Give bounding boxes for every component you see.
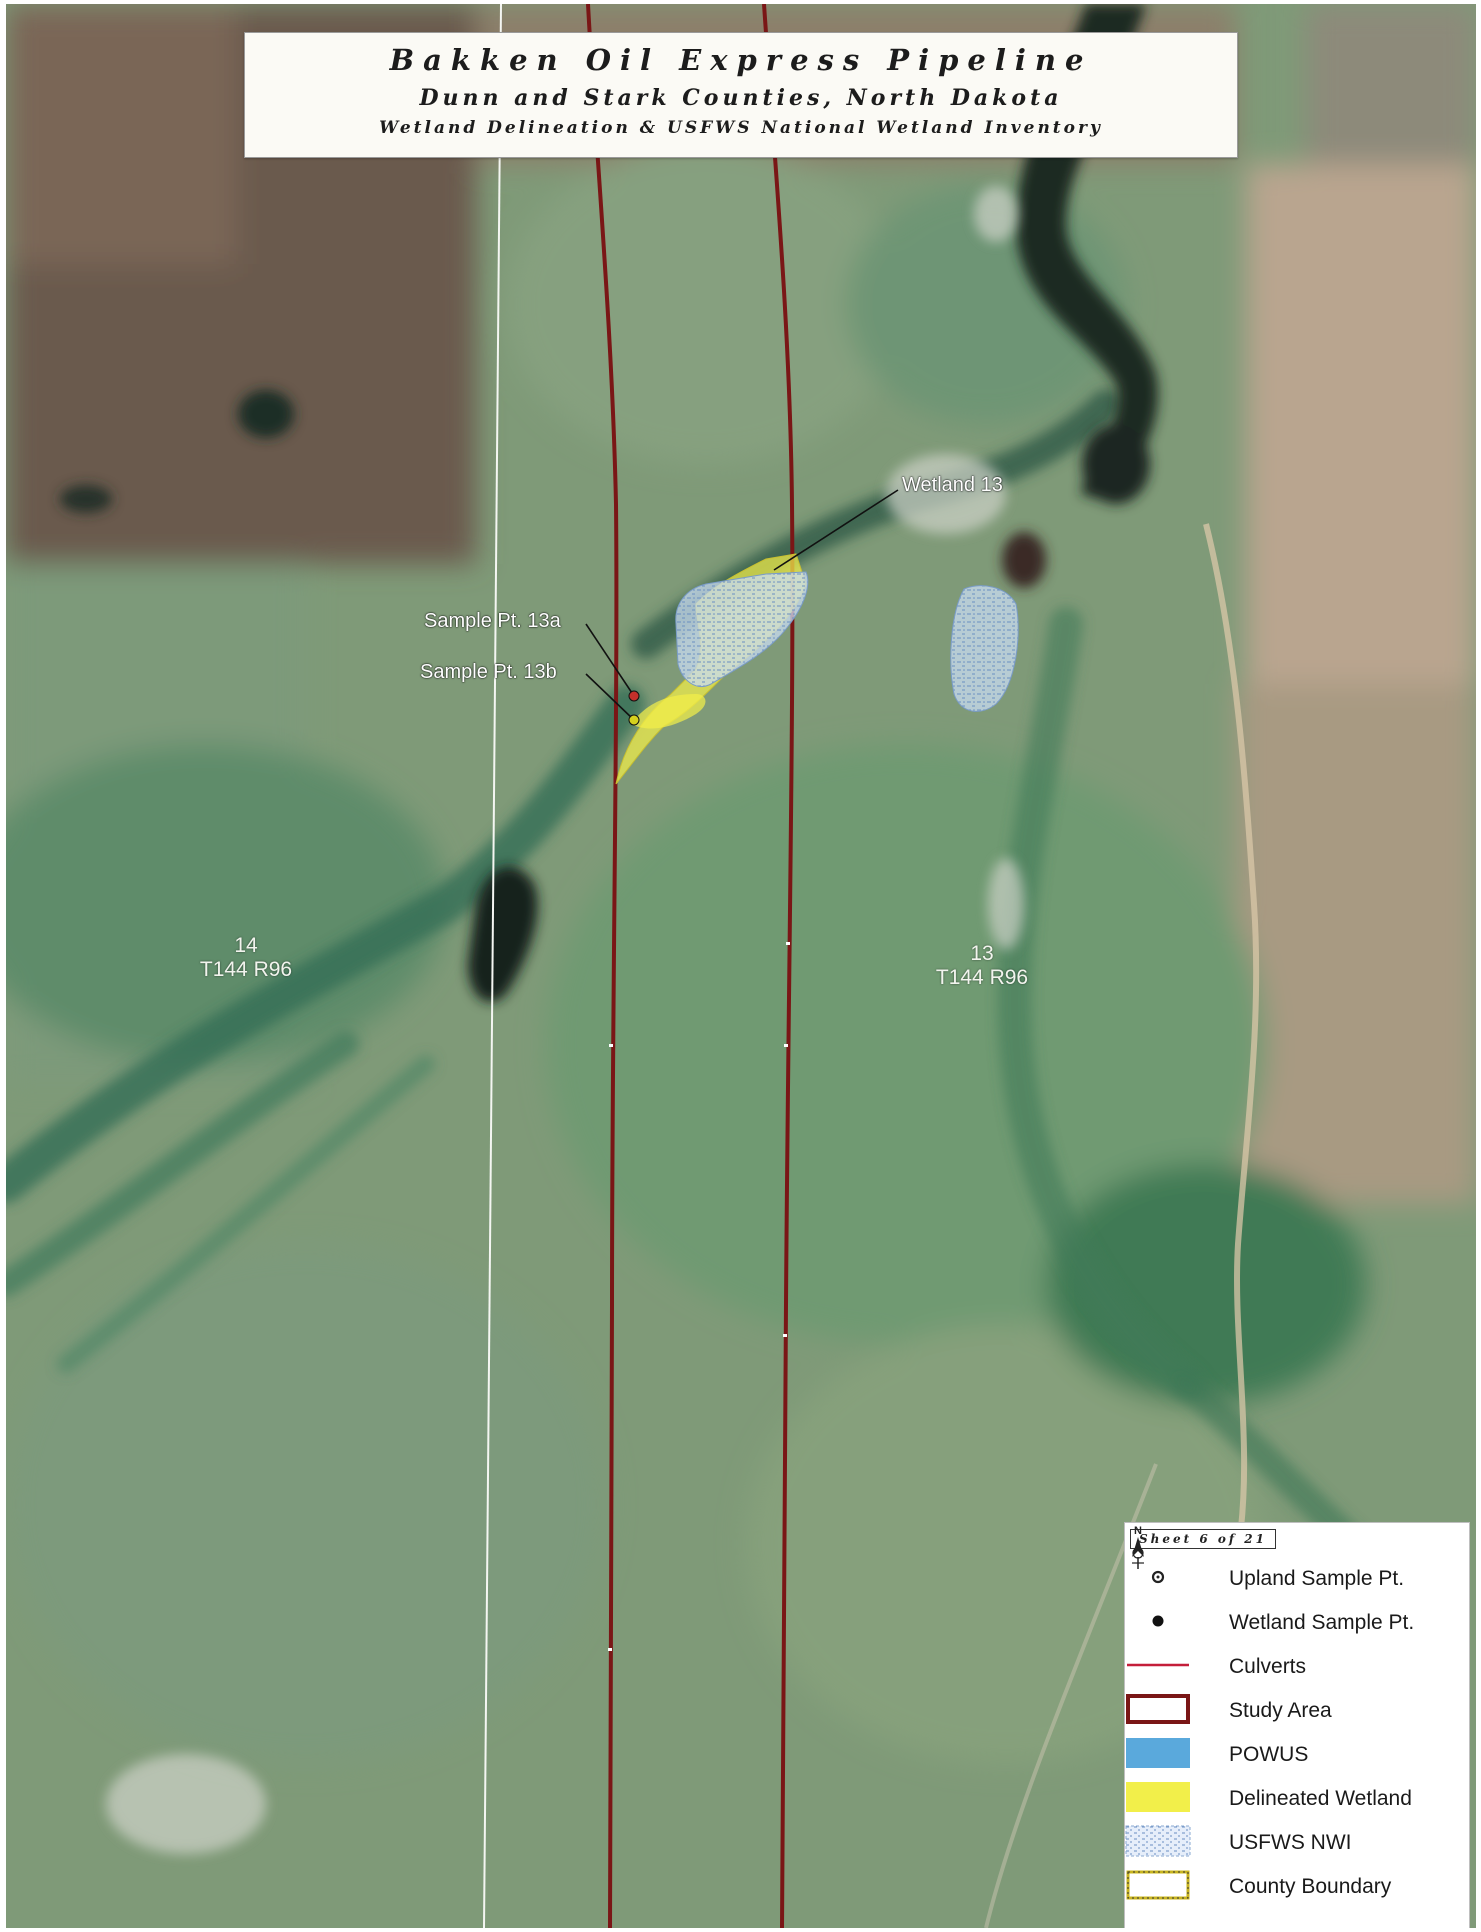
sample-point-13b-label: Sample Pt. 13b [420,661,557,683]
wetland-sample-icon [1152,1615,1164,1627]
section-township-range: T144 R96 [199,958,293,981]
legend-item-powus: POWUS [1125,1737,1469,1773]
legend-item-usfws-nwi: USFWS NWI [1125,1825,1469,1861]
north-arrow-icon: N [1132,1525,1144,1569]
legend-label: Upland Sample Pt. [1229,1567,1405,1590]
north-letter: N [1134,1525,1142,1537]
section-township-range: T144 R96 [935,966,1029,989]
upland-sample-icon [1151,1570,1165,1584]
culvert-line-icon [1127,1663,1189,1667]
nwi-polygon-b [950,585,1019,712]
legend-item-wetland-sample: Wetland Sample Pt. [1125,1605,1469,1641]
sheet-number: Sheet 6 of 21 [1130,1529,1276,1549]
map-title-box: Bakken Oil Express Pipeline Dunn and Sta… [244,32,1238,158]
county-boundary-icon [1126,1870,1190,1900]
nwi-hatch-icon [1125,1825,1191,1857]
county-boundary-line [483,4,502,1928]
legend-item-study-area: Study Area [1125,1693,1469,1729]
sample-point-13b [628,714,640,726]
aerial-map: Bakken Oil Express Pipeline Dunn and Sta… [6,4,1476,1928]
legend-item-delineated-wetland: Delineated Wetland [1125,1781,1469,1817]
legend-label: Study Area [1229,1699,1332,1722]
legend-label: Wetland Sample Pt. [1229,1611,1415,1634]
study-area-icon [1126,1694,1190,1724]
map-title: Bakken Oil Express Pipeline [389,43,1093,77]
map-description: Wetland Delineation & USFWS National Wet… [379,118,1103,138]
section-number: 14 [234,934,258,957]
wetland-label: Wetland 13 [902,474,1003,496]
section-label-13: 13 T144 R96 [922,942,1042,990]
section-label-14: 14 T144 R96 [186,934,306,982]
legend-item-upland-sample: Upland Sample Pt. [1125,1561,1469,1597]
legend-label: POWUS [1229,1743,1309,1766]
legend-label: USFWS NWI [1229,1831,1352,1854]
map-legend: Sheet 6 of 21 N Upland Sample Pt. Wetlan… [1124,1522,1470,1928]
legend-label: Delineated Wetland [1229,1787,1412,1810]
delineated-wetland-icon [1126,1782,1190,1812]
legend-label: County Boundary [1229,1875,1392,1898]
section-number: 13 [970,942,994,965]
study-area-corridor [586,4,795,1928]
sample-point-13a-label: Sample Pt. 13a [424,610,561,632]
legend-label: Culverts [1229,1655,1307,1678]
legend-item-county-boundary: County Boundary [1125,1869,1469,1905]
nwi-polygon-a [675,571,809,687]
map-subtitle: Dunn and Stark Counties, North Dakota [419,85,1063,111]
sample-point-13a [628,690,640,702]
legend-item-culverts: Culverts [1125,1649,1469,1685]
powus-fill-icon [1126,1738,1190,1768]
